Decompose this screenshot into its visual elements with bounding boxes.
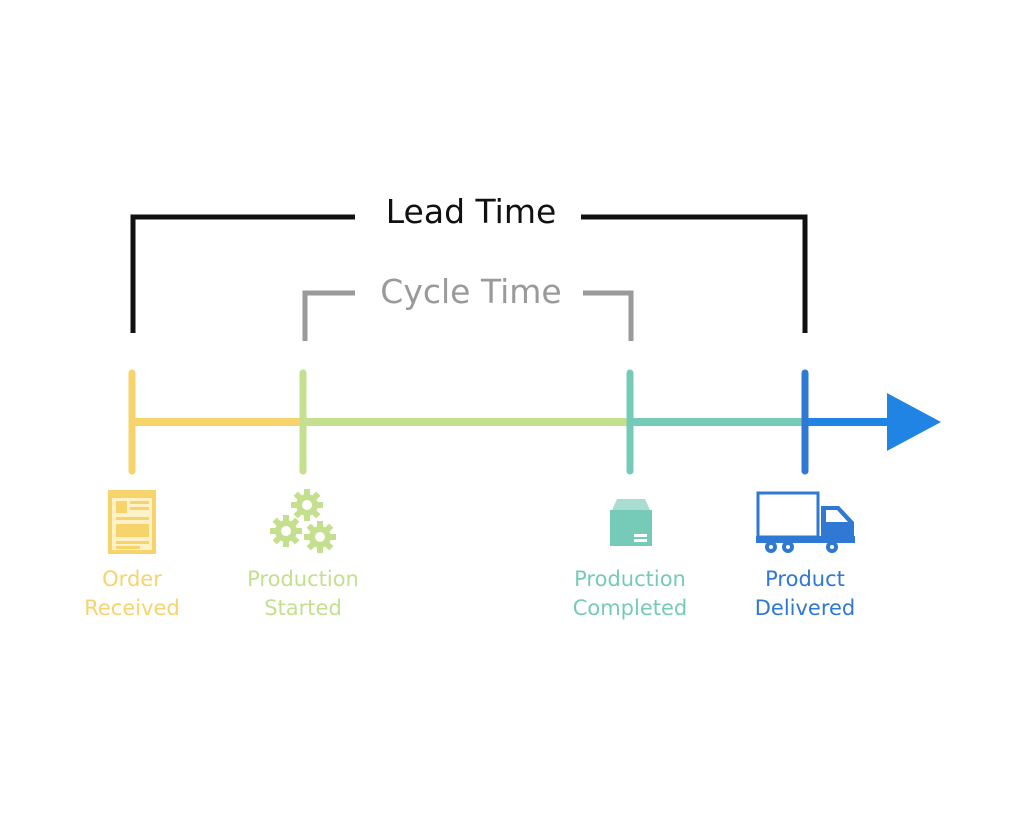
milestone-order-received-label: Order Received xyxy=(42,565,222,623)
lead-time-label: Lead Time xyxy=(385,192,557,231)
timeline-arrowhead xyxy=(887,393,941,451)
delivery-truck-icon xyxy=(756,491,855,553)
milestone-production-completed-label: Production Completed xyxy=(540,565,720,623)
gears-icon xyxy=(270,489,336,553)
milestone-order-received-line2: Received xyxy=(84,596,180,620)
cycle-time-bracket-right xyxy=(583,290,634,341)
milestone-production-started-line1: Production xyxy=(247,567,359,591)
order-document-icon xyxy=(108,490,156,554)
milestone-product-delivered-line1: Product xyxy=(765,567,845,591)
milestone-production-completed-line2: Completed xyxy=(572,596,688,620)
lead-time-bracket-right xyxy=(581,214,808,333)
milestone-production-started-line2: Started xyxy=(264,596,342,620)
milestone-product-delivered-label: Product Delivered xyxy=(715,565,895,623)
milestone-product-delivered-line2: Delivered xyxy=(754,596,856,620)
milestone-production-started-label: Production Started xyxy=(213,565,393,623)
milestone-production-completed-line1: Production xyxy=(574,567,686,591)
cycle-time-bracket xyxy=(302,290,355,341)
milestone-order-received-line1: Order xyxy=(102,567,162,591)
box-icon xyxy=(610,499,652,546)
lead-time-bracket xyxy=(130,214,355,333)
cycle-time-label: Cycle Time xyxy=(380,272,562,311)
